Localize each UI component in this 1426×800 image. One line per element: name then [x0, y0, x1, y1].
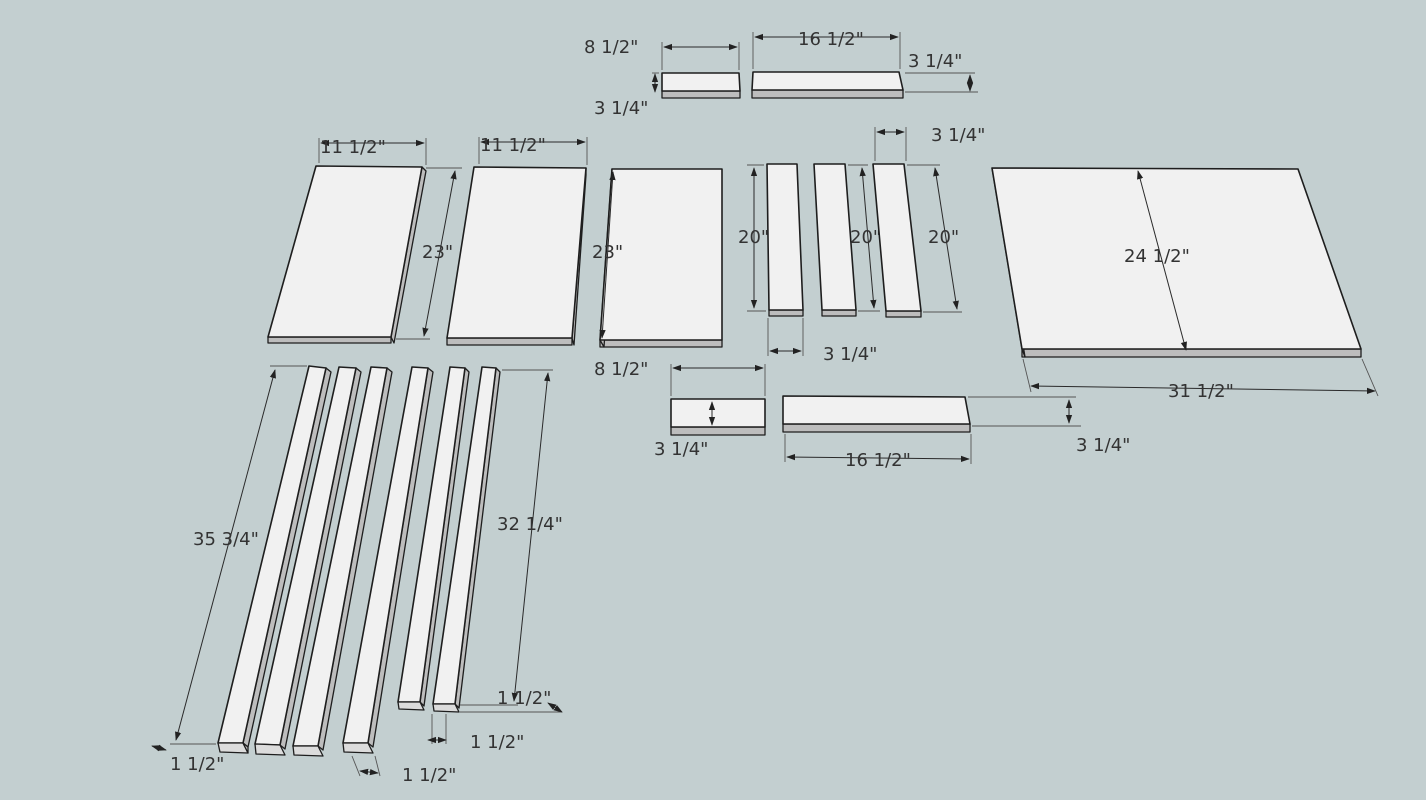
dim-leg-short-length: 32 1/4"	[497, 514, 563, 535]
dim-leg-long-thickness: 1 1/2"	[170, 754, 224, 775]
dim-top-long-height: 3 1/4"	[908, 51, 962, 72]
dim-leg-long-length: 35 3/4"	[193, 529, 259, 550]
dim-panel3-height: 23"	[592, 242, 623, 263]
dim-panel1-height: 23"	[422, 242, 453, 263]
panel-1[interactable]	[267, 165, 427, 344]
slat-2[interactable]	[813, 163, 857, 317]
dim-slat3-width: 3 1/4"	[931, 125, 985, 146]
dim-bottom-long-width: 16 1/2"	[845, 450, 911, 471]
leg-4[interactable]	[342, 366, 434, 754]
leg-2[interactable]	[254, 366, 362, 756]
dim-slat1-height: 20"	[738, 227, 769, 248]
slat-1[interactable]	[766, 163, 804, 317]
dim-slat2-height: 20"	[850, 227, 881, 248]
dim-leg-short-thickness-b: 1 1/2"	[497, 688, 551, 709]
dim-bottom-small-width: 8 1/2"	[594, 359, 648, 380]
dim-leg-mid-thickness: 1 1/2"	[402, 765, 456, 786]
board-top-small[interactable]	[661, 72, 741, 99]
dim-top-long-width: 16 1/2"	[798, 29, 864, 50]
dim-top-panel-depth: 24 1/2"	[1124, 246, 1190, 267]
dim-top-small-height: 3 1/4"	[594, 98, 648, 119]
leg-3[interactable]	[292, 366, 393, 757]
dim-top-panel-width: 31 1/2"	[1168, 381, 1234, 402]
dim-bottom-long-height: 3 1/4"	[1076, 435, 1130, 456]
dim-panel2-width: 11 1/2"	[480, 135, 546, 156]
dim-slat3-height: 20"	[928, 227, 959, 248]
dim-leg-short-thickness-a: 1 1/2"	[470, 732, 524, 753]
slat-3[interactable]	[872, 163, 922, 318]
panel-2[interactable]	[446, 166, 587, 346]
dim-bottom-small-height: 3 1/4"	[654, 439, 708, 460]
board-bottom-small[interactable]	[670, 398, 766, 436]
leg-5[interactable]	[397, 366, 470, 711]
dim-top-small-width: 8 1/2"	[584, 37, 638, 58]
board-bottom-long[interactable]	[782, 395, 971, 433]
dim-slat1-width: 3 1/4"	[823, 344, 877, 365]
board-top-long[interactable]	[751, 71, 904, 99]
leg-6[interactable]	[432, 366, 501, 713]
dim-panel1-width: 11 1/2"	[320, 137, 386, 158]
